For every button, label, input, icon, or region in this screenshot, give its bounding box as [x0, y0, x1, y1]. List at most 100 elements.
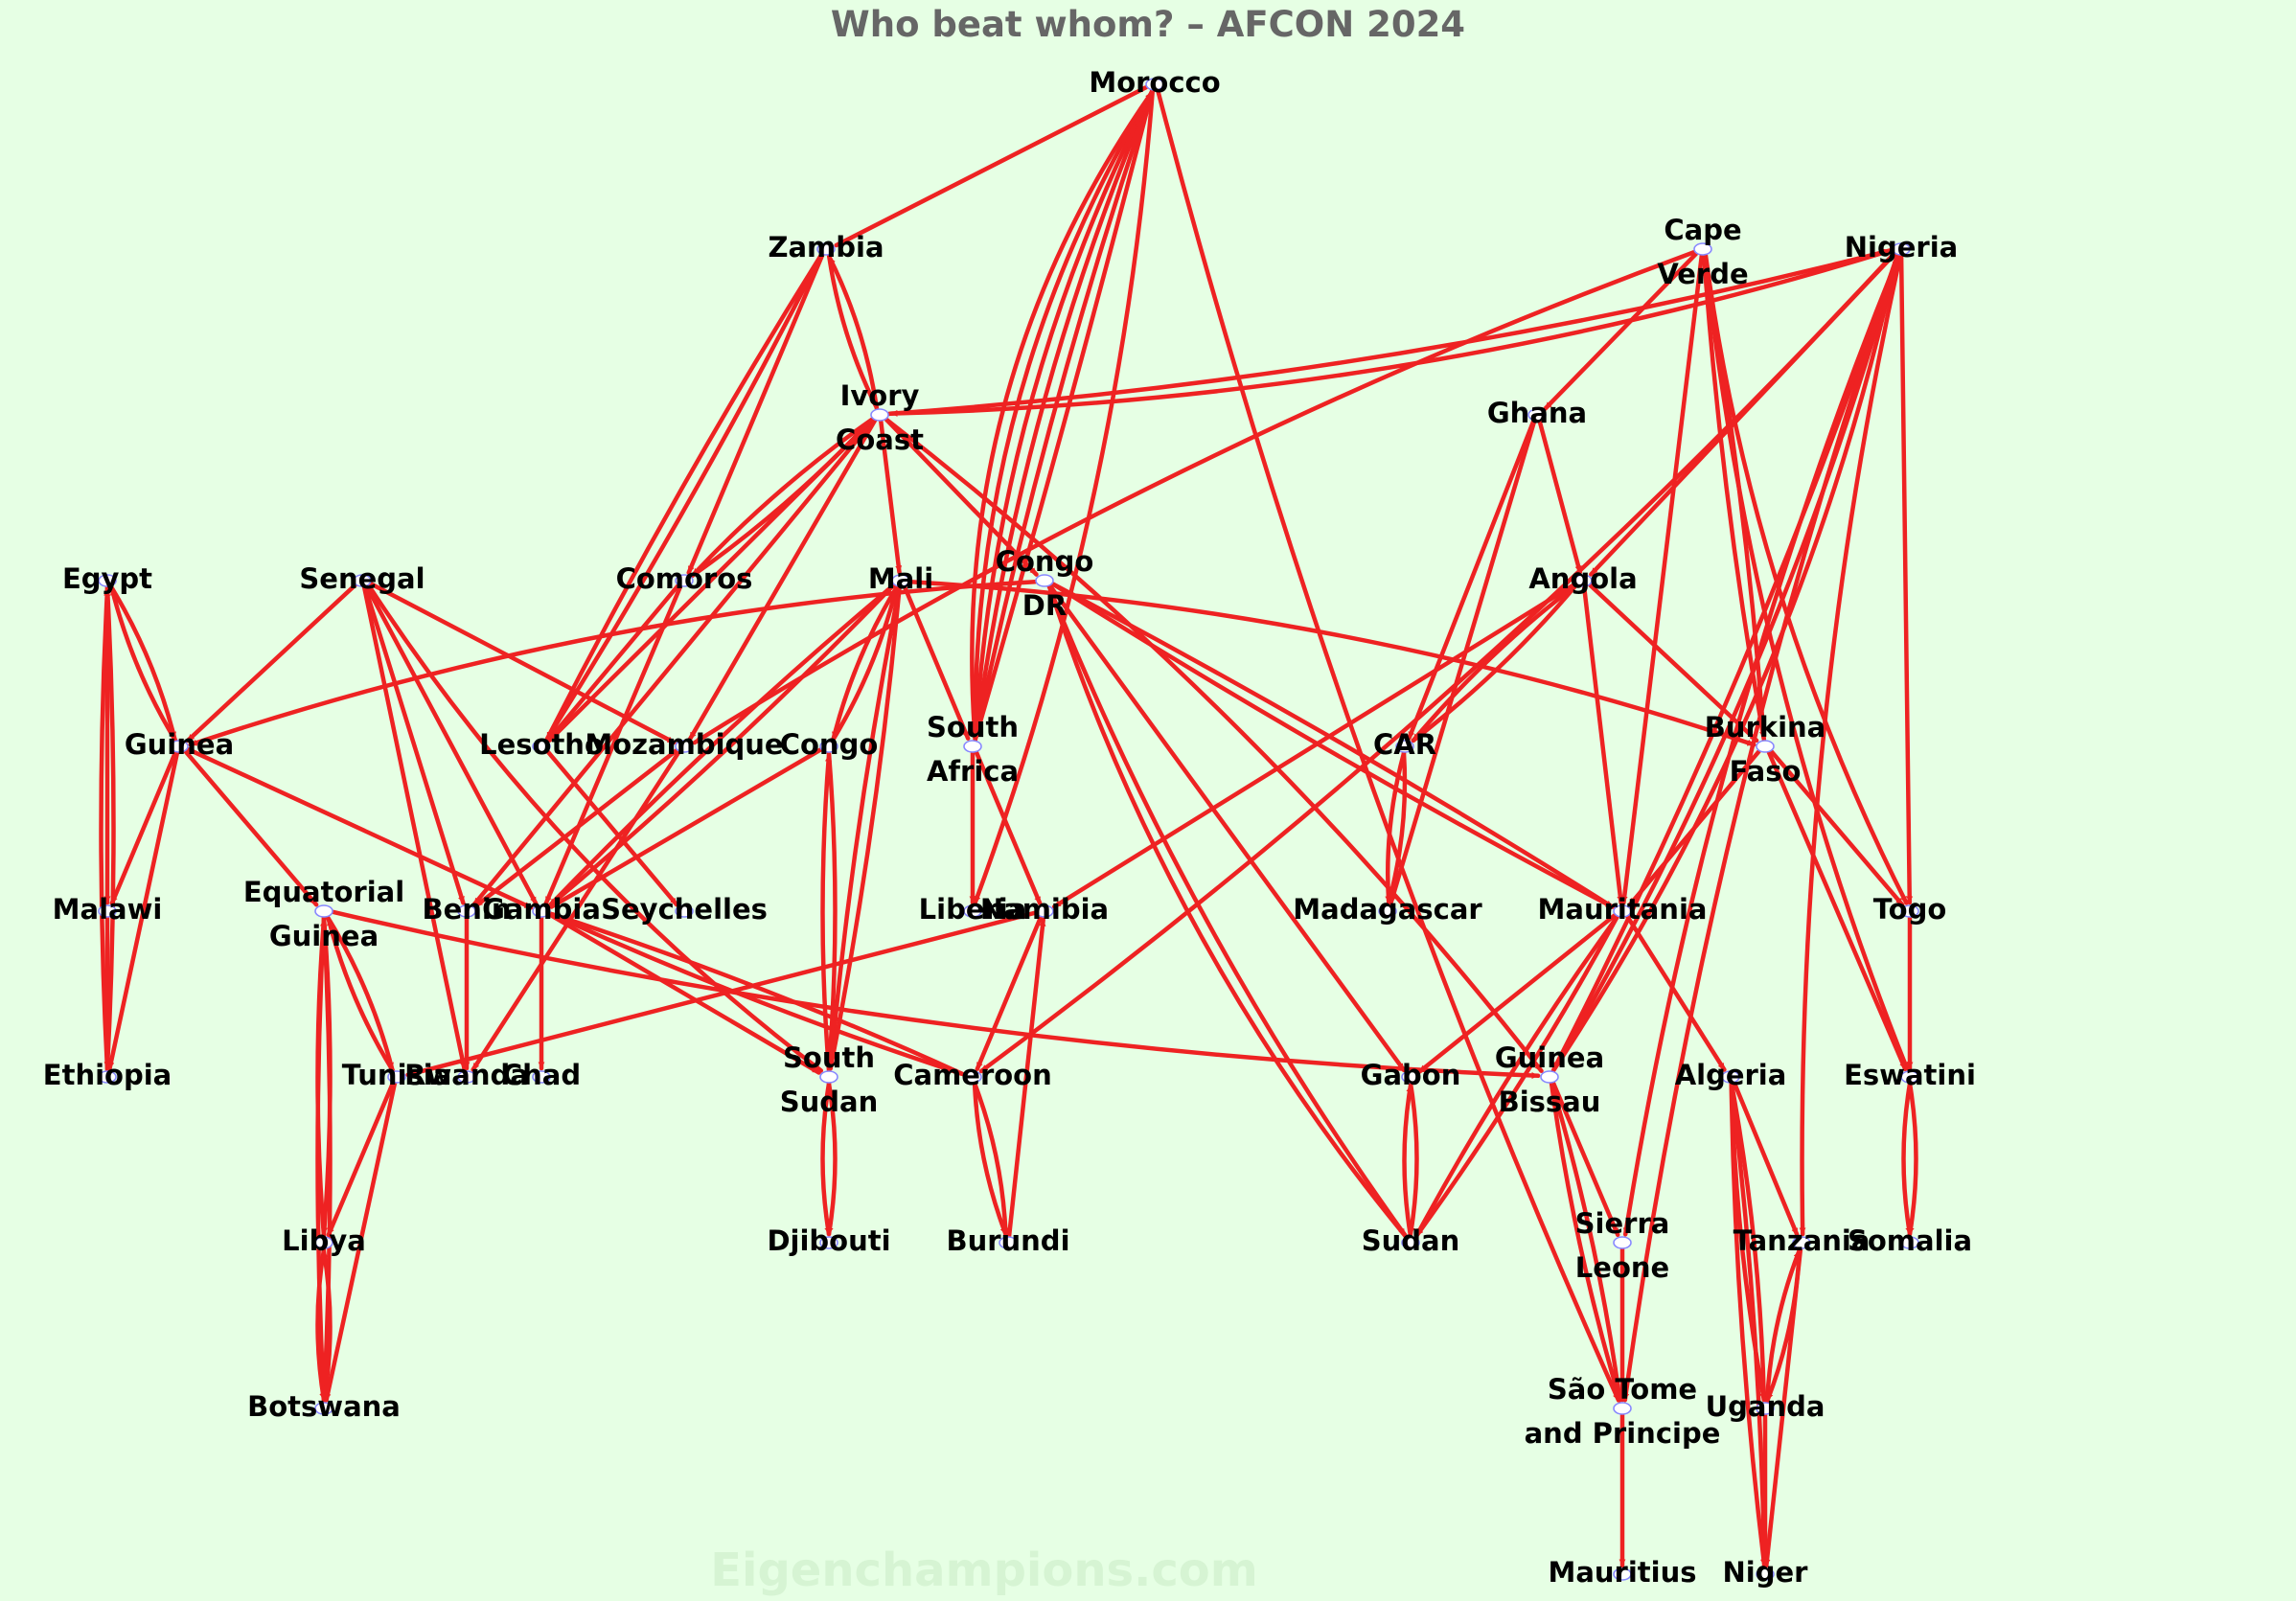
node-dot: [387, 1070, 406, 1084]
node-label: South: [927, 711, 1019, 743]
node-label: Equatorial: [243, 876, 404, 908]
edge-libya-beat-equatorial_guinea: [315, 917, 327, 1239]
edge-senegal-beat-mozambique: [368, 581, 677, 745]
edge-morocco-beat-liberia: [973, 88, 1156, 905]
node-label: Liberia: [919, 893, 1027, 926]
node-dot: [1035, 574, 1054, 587]
node-djibouti: Djibouti: [767, 1224, 890, 1257]
edge-botswana-beat-libya: [321, 1248, 333, 1405]
edge-congo_dr-beat-mauritania: [1050, 582, 1615, 909]
node-label: Botswana: [247, 1390, 401, 1423]
node-dot: [457, 904, 476, 918]
node-label: Senegal: [299, 562, 425, 595]
edge-cameroon-beat-burundi: [972, 1081, 1008, 1237]
node-dot: [1401, 1236, 1420, 1249]
node-dot: [963, 1070, 982, 1084]
node-label: Angola: [1528, 562, 1637, 595]
node-dot: [98, 904, 117, 918]
node-eswatini: Eswatini: [1844, 1059, 1976, 1091]
node-dot: [819, 740, 838, 753]
node-dot: [1613, 1236, 1632, 1249]
edge-zambia-beat-ivory_coast: [826, 253, 879, 409]
edge-south_africa-beat-namibia: [974, 750, 1043, 906]
edge-gambia-beat-south_sudan: [547, 912, 821, 1075]
node-label: Rwanda: [404, 1059, 529, 1091]
edge-burkina_faso-beat-mauritania: [1627, 749, 1761, 907]
node-dot: [1756, 1567, 1775, 1581]
node-dot: [1792, 1236, 1811, 1249]
node-label: Togo: [1873, 893, 1947, 926]
node-mozambique: Mozambique: [585, 728, 783, 761]
edge-guinea_bissau-beat-sierra_leone: [1550, 1081, 1620, 1238]
node-label: Niger: [1723, 1556, 1809, 1589]
edge-ivory_coast-beat-mozambique: [687, 418, 878, 742]
node-sudan: Sudan: [1362, 1224, 1460, 1257]
node-label: Africa: [927, 755, 1019, 788]
node-label: Tanzania: [1733, 1224, 1871, 1257]
node-dot: [457, 1070, 476, 1084]
node-dot: [532, 904, 551, 918]
node-label: Libya: [282, 1224, 366, 1257]
node-mauritania: Mauritania: [1538, 893, 1708, 926]
node-dot: [1573, 574, 1593, 587]
edge-congo-beat-gambia: [549, 747, 823, 909]
node-dot: [1613, 904, 1632, 918]
edge-zambia-beat-comoros: [686, 253, 825, 575]
edge-morocco-beat-south_africa: [973, 88, 1155, 741]
node-dot: [1900, 1236, 1919, 1249]
node-dot: [314, 1236, 333, 1249]
edge-mauritania-beat-algeria: [1625, 914, 1727, 1072]
node-dot: [1721, 1070, 1740, 1084]
node-dot: [532, 740, 551, 753]
node-label: Guinea: [269, 920, 379, 952]
edge-mozambique-beat-rwanda: [471, 749, 681, 1072]
edge-mali-beat-gambia: [547, 583, 896, 908]
node-label: Verde: [1657, 258, 1748, 290]
edges-layer: [99, 84, 1918, 1568]
node-nigeria: Nigeria: [1845, 231, 1958, 263]
edge-congo_dr-beat-sudan: [1046, 583, 1408, 1238]
node-dot: [963, 740, 982, 753]
edge-ivory_coast-beat-guinea_bissau: [884, 417, 1544, 1073]
edge-namibia-beat-cameroon: [975, 915, 1044, 1071]
edge-mali-beat-congo: [831, 584, 900, 741]
edge-morocco-beat-south_africa: [973, 88, 1155, 741]
node-dot: [1756, 1402, 1775, 1415]
node-dot: [1613, 1567, 1632, 1581]
node-label: Eswatini: [1844, 1059, 1976, 1091]
edge-mauritania-beat-gabon: [1417, 913, 1618, 1074]
edge-guinea_bissau-beat-sao_tome: [1549, 1081, 1622, 1403]
edge-nigeria-beat-guinea_bissau: [1551, 253, 1900, 1071]
edge-cape_verde-beat-eswatini: [1703, 253, 1910, 1071]
node-label: Gambia: [482, 893, 601, 926]
node-dot: [1395, 740, 1414, 753]
edge-comoros-beat-ivory_coast: [689, 418, 874, 579]
node-dot: [1892, 242, 1911, 256]
node-dot: [819, 1070, 838, 1084]
edge-lesotho-beat-seychelles: [545, 749, 679, 907]
node-label: Mauritius: [1548, 1556, 1696, 1589]
edge-tanzania-beat-uganda: [1765, 1246, 1802, 1403]
node-label: Mozambique: [585, 728, 783, 761]
node-label: São Tome: [1548, 1373, 1697, 1406]
nodes-layer: MoroccoZambiaIvoryCoastCapeVerdeNigeriaG…: [43, 66, 1976, 1589]
node-senegal: Senegal: [299, 562, 425, 595]
edge-equatorial_guinea-beat-tunisia: [325, 915, 395, 1072]
edge-mauritania-beat-sudan: [1414, 914, 1619, 1238]
node-dot: [675, 574, 694, 587]
node-label: Benin: [422, 893, 511, 926]
node-label: Congo: [780, 728, 879, 761]
edge-tunisia-beat-equatorial_guinea: [326, 916, 396, 1073]
edge-angola-beat-car: [1411, 583, 1578, 743]
node-dot: [891, 574, 910, 587]
edge-egypt-beat-ethiopia: [103, 584, 116, 1071]
edge-equatorial_guinea-beat-guinea_bissau: [331, 909, 1541, 1080]
edge-nigeria-beat-togo: [1898, 253, 1914, 905]
edge-zambia-beat-lesotho: [544, 252, 824, 742]
node-cameroon: Cameroon: [893, 1059, 1052, 1091]
node-madagascar: Madagascar: [1293, 893, 1482, 926]
